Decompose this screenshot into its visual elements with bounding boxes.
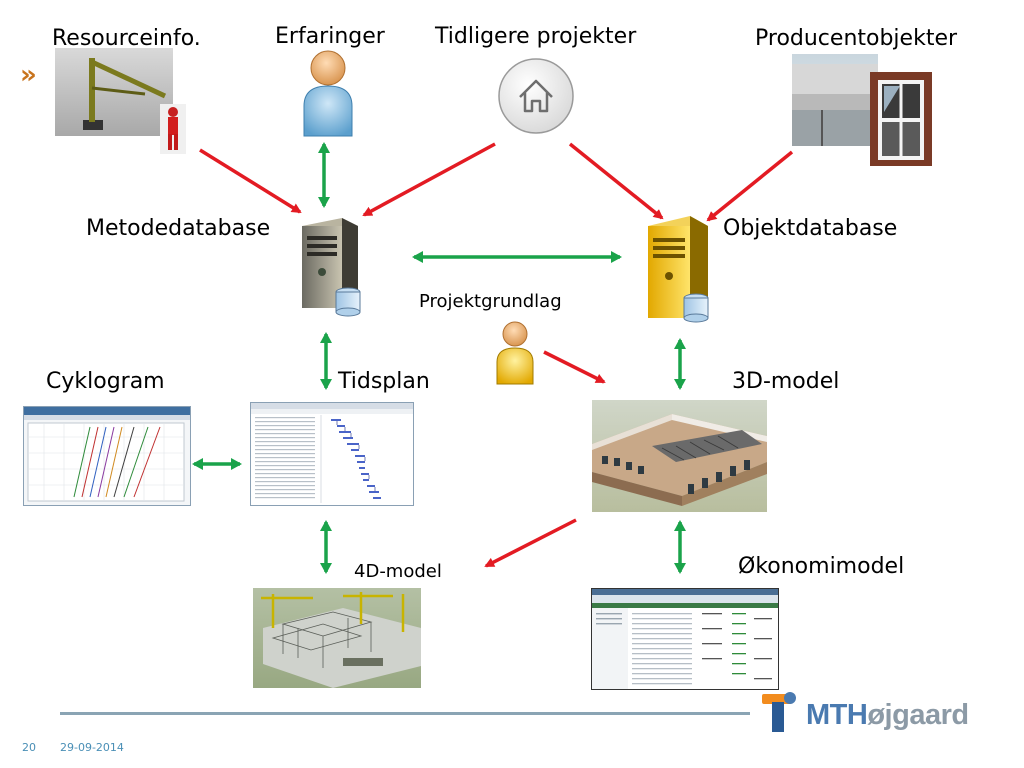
arrow-producent-to-objekt	[706, 150, 794, 222]
person-icon	[300, 46, 356, 138]
crane-image	[55, 48, 173, 136]
cyklogram-image	[23, 406, 191, 506]
page-number: 20	[22, 741, 36, 754]
label-tidligere-projekter: Tidligere projekter	[435, 24, 637, 49]
label-resourceinfo: Resourceinfo.	[52, 26, 201, 51]
footer-divider	[60, 712, 750, 715]
person-icon	[494, 318, 536, 386]
3d-model-image	[592, 400, 767, 512]
label-3d-model: 3D-model	[732, 369, 840, 394]
window-image	[870, 72, 932, 166]
label-cyklogram: Cyklogram	[46, 369, 165, 394]
tidsplan-gantt-image	[250, 402, 414, 506]
label-metodedatabase: Metodedatabase	[86, 216, 271, 241]
arrow-tidligere-to-objekt	[568, 142, 664, 220]
arrow-projektgrundlag-to-3d	[543, 350, 606, 384]
double-chevron-right-icon[interactable]: »	[20, 60, 37, 90]
worker-image	[160, 104, 186, 154]
logo-part-mt: MTH	[806, 699, 868, 731]
server-icon	[642, 214, 716, 326]
label-producentobjekter: Producentobjekter	[755, 26, 958, 51]
home-icon[interactable]	[497, 57, 575, 135]
label-okonomimodel: Økonomimodel	[738, 554, 905, 579]
label-erfaringer: Erfaringer	[275, 24, 385, 49]
page-date: 29-09-2014	[60, 741, 124, 754]
arrow-resource-to-metode	[199, 148, 302, 214]
label-projektgrundlag: Projektgrundlag	[419, 291, 562, 312]
label-tidsplan: Tidsplan	[338, 369, 430, 394]
arrow-tidligere-to-metode	[362, 142, 496, 217]
okonomimodel-image	[591, 588, 779, 690]
label-objektdatabase: Objektdatabase	[723, 216, 898, 241]
mthojgaard-logo: MTHøjgaard	[806, 699, 969, 732]
4d-model-image	[253, 588, 421, 688]
mthojgaard-logo-mark	[760, 690, 800, 734]
label-4d-model: 4D-model	[354, 561, 442, 582]
logo-part-rest: øjgaard	[867, 699, 969, 731]
concrete-element-image	[792, 54, 878, 146]
arrow-3d-to-4d	[484, 518, 577, 568]
server-icon	[296, 216, 368, 318]
